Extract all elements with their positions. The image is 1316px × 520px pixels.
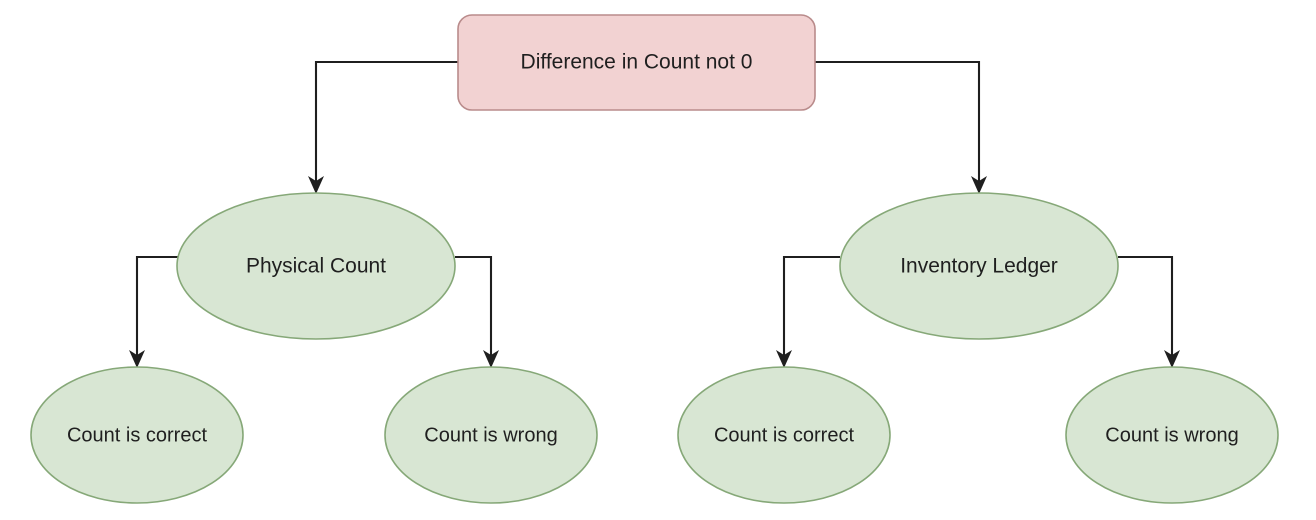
arrowhead-icon xyxy=(971,176,987,194)
ledger-correct-node-shape xyxy=(677,366,891,504)
arrowhead-icon xyxy=(1164,350,1180,368)
edge-path xyxy=(135,255,178,360)
edge-path xyxy=(815,60,981,186)
edge-group xyxy=(129,60,1180,368)
arrowhead-icon xyxy=(129,350,145,368)
node-group: Difference in Count not 0 Physical Count… xyxy=(30,14,1279,504)
edge-path xyxy=(1118,255,1174,360)
edge-physical-count-to-correct[interactable] xyxy=(129,255,178,368)
arrowhead-icon xyxy=(483,350,499,368)
edge-physical-count-to-wrong[interactable] xyxy=(455,255,499,368)
node-physical-count-correct[interactable]: Count is correct xyxy=(30,366,244,504)
edge-root-to-physical-count[interactable] xyxy=(308,60,458,194)
arrowhead-icon xyxy=(776,350,792,368)
node-physical-count-wrong[interactable]: Count is wrong xyxy=(384,366,598,504)
arrowhead-icon xyxy=(308,176,324,194)
physical-correct-node-shape xyxy=(30,366,244,504)
node-inventory-ledger[interactable]: Inventory Ledger xyxy=(839,192,1119,340)
inventory-ledger-node-shape xyxy=(839,192,1119,340)
physical-count-node-shape xyxy=(176,192,456,340)
root-node-shape xyxy=(457,14,816,111)
edge-inventory-ledger-to-wrong[interactable] xyxy=(1118,255,1180,368)
node-root[interactable]: Difference in Count not 0 xyxy=(457,14,816,111)
node-inventory-ledger-correct[interactable]: Count is correct xyxy=(677,366,891,504)
edge-path xyxy=(455,255,493,360)
physical-wrong-node-shape xyxy=(384,366,598,504)
node-inventory-ledger-wrong[interactable]: Count is wrong xyxy=(1065,366,1279,504)
edge-path xyxy=(782,255,840,360)
edge-path xyxy=(314,60,458,186)
edge-root-to-inventory-ledger[interactable] xyxy=(815,60,987,194)
ledger-wrong-node-shape xyxy=(1065,366,1279,504)
node-physical-count[interactable]: Physical Count xyxy=(176,192,456,340)
edge-inventory-ledger-to-correct[interactable] xyxy=(776,255,840,368)
